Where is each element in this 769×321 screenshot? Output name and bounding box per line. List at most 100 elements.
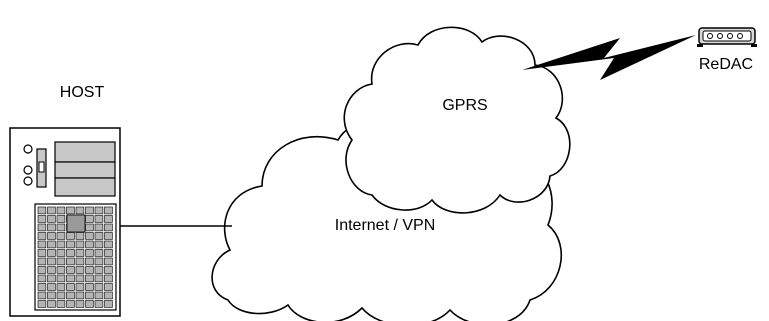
vent-cell [75, 232, 85, 240]
vent-cell [66, 266, 75, 274]
vent-cell [94, 274, 104, 283]
vent-cell [56, 266, 66, 274]
server-tower-icon [9, 127, 121, 317]
vent-cell [75, 249, 85, 257]
vent-cell [94, 300, 104, 308]
vent-cell [75, 291, 85, 300]
vent-cell [104, 240, 113, 249]
vent-cell [104, 291, 113, 300]
vent-cell [47, 283, 56, 291]
vent-cell [56, 206, 66, 215]
vent-cell [85, 240, 94, 249]
vent-cell [56, 291, 66, 300]
internet-vpn-label: Internet / VPN [335, 217, 436, 234]
vent-cell [37, 283, 47, 291]
vent-cell [37, 232, 47, 240]
vent-cell [85, 291, 94, 300]
vent-cell [47, 274, 56, 283]
vent-cell [37, 206, 47, 215]
vent-cell [94, 223, 104, 232]
vent-cell [85, 232, 94, 240]
vent-cell [94, 283, 104, 291]
vent-cell [94, 257, 104, 266]
gprs-cloud [343, 26, 571, 214]
vent-cell [85, 223, 94, 232]
vent-cell [94, 240, 104, 249]
vent-cell [85, 257, 94, 266]
vent-cell [47, 257, 56, 266]
vent-cell [66, 240, 75, 249]
vent-cell [66, 249, 75, 257]
vent-cell [56, 249, 66, 257]
vent-cell [75, 266, 85, 274]
vent-cell [56, 215, 66, 223]
vent-cell [104, 300, 113, 308]
vent-cell [104, 266, 113, 274]
vent-cell [104, 223, 113, 232]
vent-cell [37, 266, 47, 274]
vent-cell [47, 300, 56, 308]
vent-cell [66, 300, 75, 308]
vent-cell [104, 232, 113, 240]
vent-cell [37, 257, 47, 266]
vent-cell [56, 240, 66, 249]
vent-cell [66, 232, 75, 240]
vent-cell [47, 240, 56, 249]
vent-cell [47, 291, 56, 300]
vent-cell [37, 240, 47, 249]
vent-cell [85, 215, 94, 223]
vent-cell [85, 283, 94, 291]
vent-cell [85, 274, 94, 283]
vent-cell [47, 223, 56, 232]
vent-cell [37, 274, 47, 283]
vent-cell [56, 257, 66, 266]
gprs-label: GPRS [442, 97, 487, 114]
vent-cell [66, 274, 75, 283]
vent-cell [94, 291, 104, 300]
vent-cell [37, 291, 47, 300]
vent-cell [75, 206, 85, 215]
vent-cell [104, 257, 113, 266]
host-vent-grid [37, 206, 113, 308]
vent-cell [94, 266, 104, 274]
vent-cell [66, 283, 75, 291]
vent-cell [94, 249, 104, 257]
vent-cell [47, 232, 56, 240]
vent-cell [47, 266, 56, 274]
vent-cell [56, 223, 66, 232]
vent-cell [66, 291, 75, 300]
vent-cell [47, 249, 56, 257]
vent-cell [56, 232, 66, 240]
vent-cell [94, 215, 104, 223]
vent-cell [75, 257, 85, 266]
vent-cell [104, 215, 113, 223]
vent-cell [37, 215, 47, 223]
vent-cell [75, 240, 85, 249]
vent-cell [47, 206, 56, 215]
vent-cell [75, 283, 85, 291]
vent-cell [37, 249, 47, 257]
vent-cell [37, 223, 47, 232]
vent-cell [104, 274, 113, 283]
vent-cell [104, 249, 113, 257]
vent-cell [47, 215, 56, 223]
vent-center-block [66, 214, 86, 233]
host-label: HOST [60, 84, 105, 101]
vent-cell [94, 232, 104, 240]
redac-label: ReDAC [699, 56, 753, 73]
vent-cell [56, 274, 66, 283]
vent-cell [85, 206, 94, 215]
wireless-lightning-icon [522, 35, 696, 80]
vent-cell [104, 206, 113, 215]
vent-cell [104, 283, 113, 291]
vent-cell [75, 300, 85, 308]
vent-cell [37, 300, 47, 308]
vent-cell [85, 249, 94, 257]
vent-cell [75, 274, 85, 283]
vent-cell [85, 300, 94, 308]
vent-cell [66, 206, 75, 215]
vent-cell [94, 206, 104, 215]
vent-cell [56, 300, 66, 308]
